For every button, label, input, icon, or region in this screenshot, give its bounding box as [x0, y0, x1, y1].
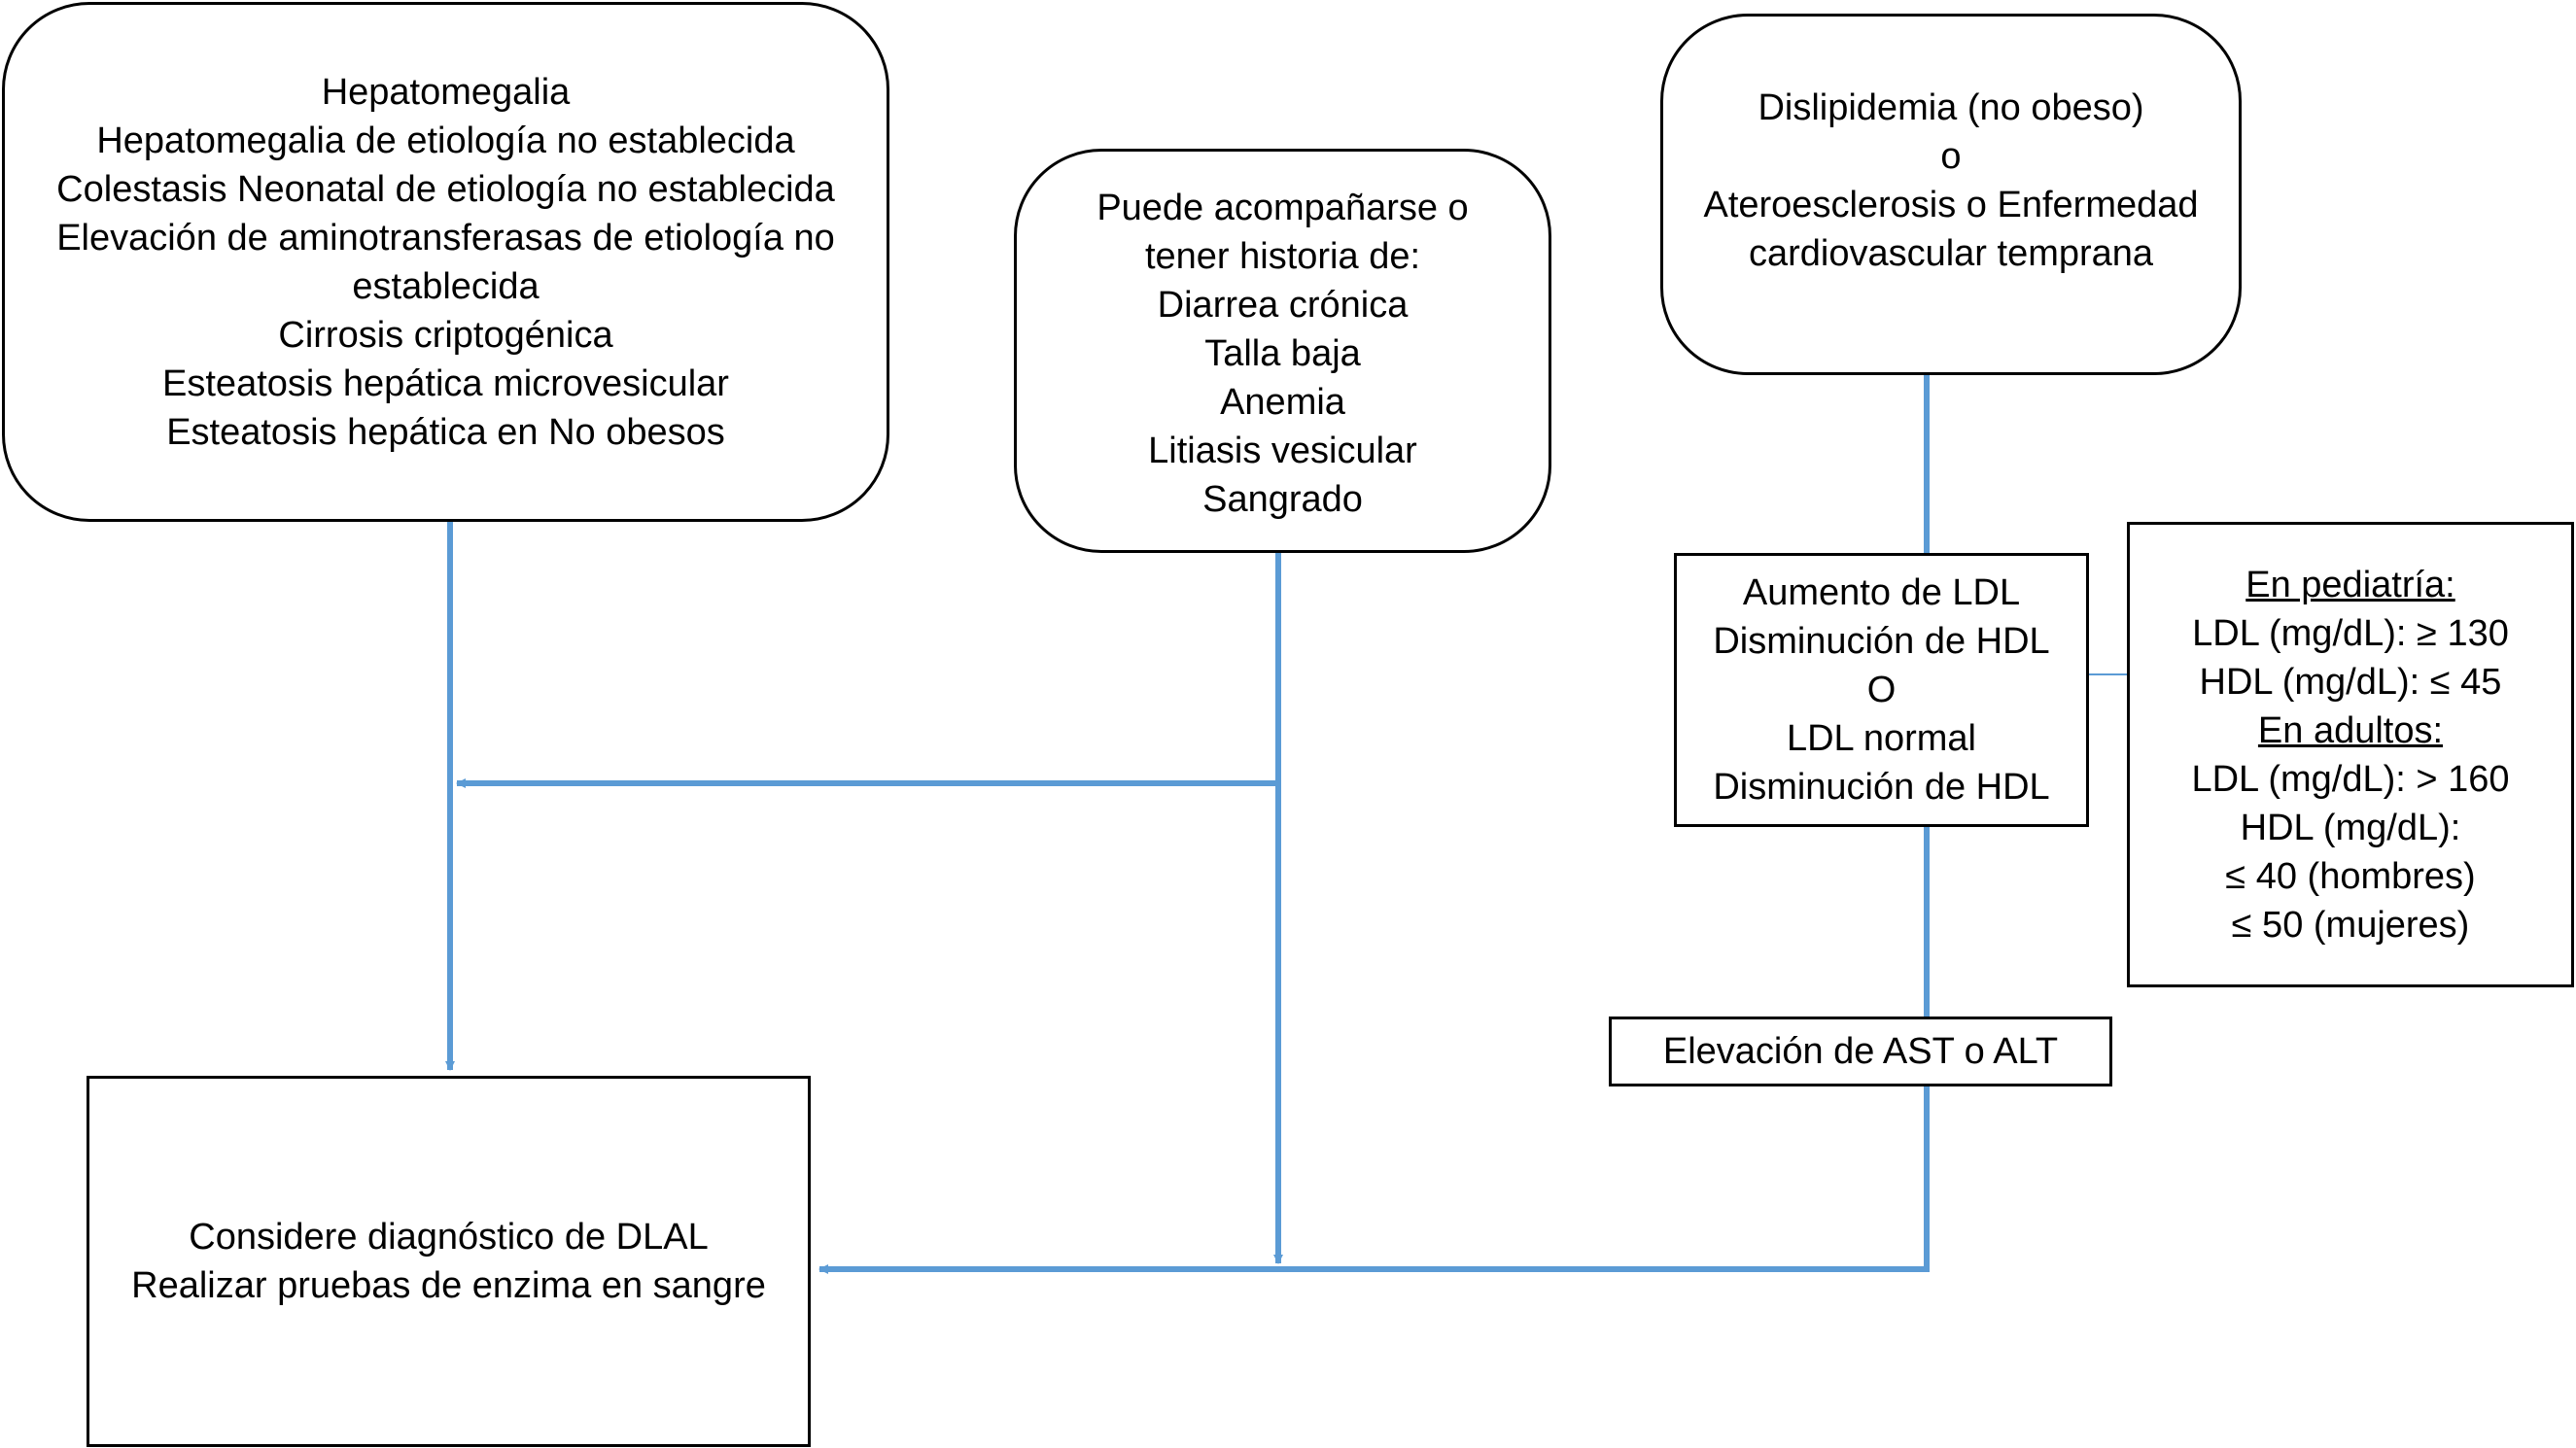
- diagnosis-box: Considere diagnóstico de DLAL Realizar p…: [87, 1076, 811, 1447]
- hepato-line-2: Hepatomegalia de etiología no establecid…: [96, 121, 795, 161]
- ldl-line-3: O: [1866, 670, 1897, 710]
- hepato-line-7: Esteatosis hepática microvesicular: [162, 363, 729, 404]
- hepato-line-6: Cirrosis criptogénica: [278, 315, 613, 356]
- ldl-line-5: Disminución de HDL: [1713, 767, 2050, 808]
- ref-line-adult-hdl-men: ≤ 40 (hombres): [2225, 855, 2476, 897]
- lipid-profile-box: Aumento de LDL Disminución de HDL O LDL …: [1674, 553, 2089, 827]
- hepato-line-8: Esteatosis hepática en No obesos: [166, 412, 725, 453]
- dyslip-line-4: cardiovascular temprana: [1748, 233, 2154, 274]
- ref-line-adult-hdl-women: ≤ 50 (mujeres): [2231, 904, 2470, 946]
- dyslip-line-2: o: [1940, 136, 1962, 177]
- connector-ast-to-dlal: [818, 1086, 1930, 1274]
- dyslip-line-1: Dislipidemia (no obeso): [1758, 87, 2144, 128]
- ref-line-pediatric-hdl: HDL (mg/dL): ≤ 45: [2199, 661, 2502, 703]
- history-line-7: Sangrado: [1202, 479, 1363, 520]
- history-line-5: Anemia: [1220, 382, 1345, 423]
- history-line-1: Puede acompañarse o: [1097, 188, 1469, 228]
- ref-line-adult-hdl: HDL (mg/dL):: [2240, 807, 2461, 848]
- hepato-line-5: establecida: [352, 266, 540, 307]
- transaminase-elevation-box: Elevación de AST o ALT: [1609, 1017, 2112, 1086]
- reference-values-box: En pediatría: LDL (mg/dL): ≥ 130 HDL (mg…: [2127, 522, 2574, 987]
- dlal-line-2: Realizar pruebas de enzima en sangre: [131, 1265, 766, 1306]
- ldl-line-4: LDL normal: [1786, 718, 1976, 759]
- ref-heading-adults: En adultos:: [2257, 709, 2444, 751]
- ast-line-1: Elevación de AST o ALT: [1662, 1031, 2059, 1072]
- hepatomegaly-criteria-box: Hepatomegalia Hepatomegalia de etiología…: [2, 2, 889, 522]
- hepato-line-1: Hepatomegalia: [321, 72, 571, 113]
- ref-heading-pediatrics: En pediatría:: [2245, 564, 2455, 605]
- hepato-line-4: Elevación de aminotransferasas de etiolo…: [56, 218, 835, 259]
- hepato-line-3: Colestasis Neonatal de etiología no esta…: [56, 169, 835, 210]
- dyslip-line-3: Ateroesclerosis o Enfermedad: [1703, 185, 2199, 225]
- history-line-4: Talla baja: [1204, 333, 1361, 374]
- history-line-3: Diarrea crónica: [1157, 285, 1409, 326]
- ldl-line-1: Aumento de LDL: [1742, 572, 2021, 613]
- ldl-line-2: Disminución de HDL: [1713, 621, 2050, 662]
- ref-line-adult-ldl: LDL (mg/dL): > 160: [2191, 758, 2510, 800]
- dlal-line-1: Considere diagnóstico de DLAL: [189, 1217, 709, 1258]
- dyslipidemia-box: Dislipidemia (no obeso) o Ateroesclerosi…: [1660, 14, 2242, 375]
- history-line-6: Litiasis vesicular: [1148, 431, 1417, 471]
- history-line-2: tener historia de:: [1144, 236, 1421, 277]
- associated-history-box: Puede acompañarse o tener historia de: D…: [1014, 149, 1551, 553]
- ref-line-pediatric-ldl: LDL (mg/dL): ≥ 130: [2192, 612, 2509, 654]
